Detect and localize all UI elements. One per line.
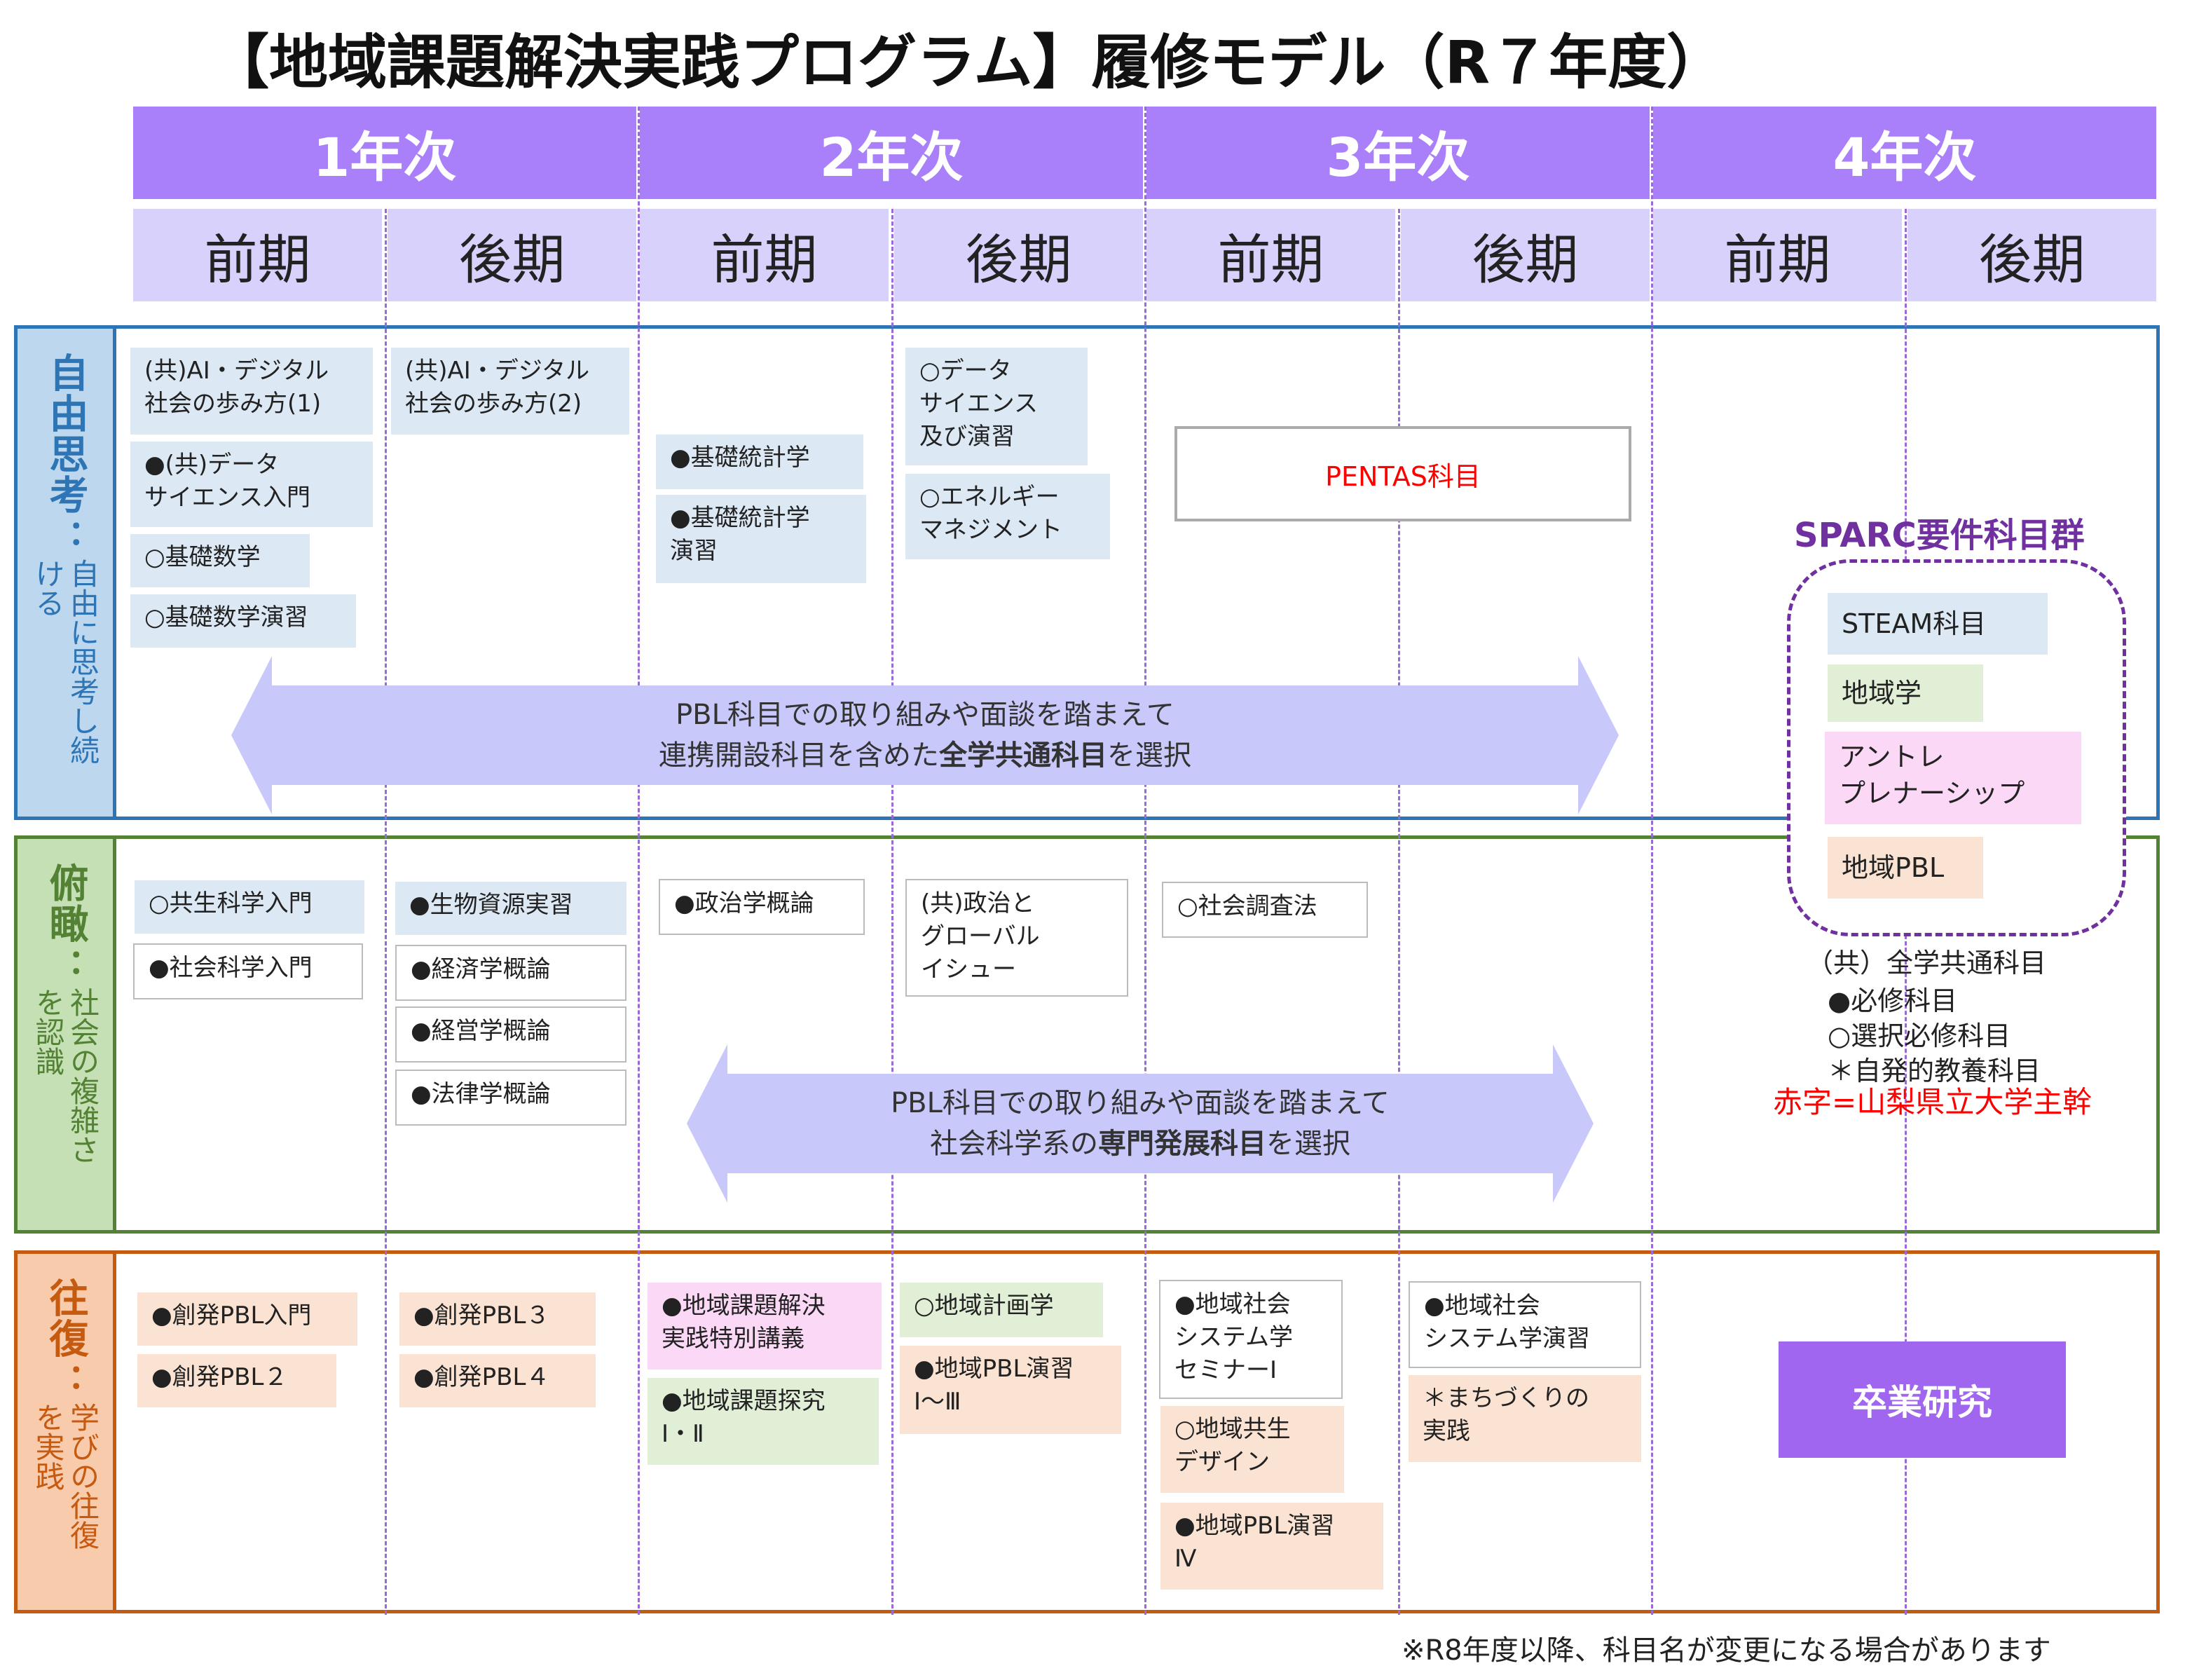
- course-data-science-intro: ●(共)データ サイエンス入門: [130, 442, 373, 527]
- double-arrow-shape: [231, 656, 1619, 814]
- course-special-lecture: ●地域課題解決 実践特別講義: [648, 1283, 882, 1370]
- arrow-text-pre: 社会科学系の: [929, 1128, 1098, 1160]
- term-header: 後期: [1907, 209, 2156, 301]
- row-label-separator: ：: [46, 519, 85, 553]
- row-label-main: 俯瞰: [43, 863, 88, 944]
- course-sohatsu-pbl-2: ●創発PBL２: [137, 1354, 336, 1407]
- term-divider: [385, 209, 387, 1615]
- double-arrow-shape: [687, 1044, 1594, 1203]
- row-label-sub: 学びの往復を実践: [31, 1402, 100, 1550]
- year-divider: [638, 107, 640, 1615]
- term-divider: [1398, 209, 1400, 1615]
- term-header: 前期: [1653, 209, 1902, 301]
- course-regional-pbl-ex-4: ●地域PBL演習 Ⅳ: [1160, 1503, 1383, 1590]
- term-header: 後期: [388, 209, 636, 301]
- course-machizukuri: ＊まちづくりの 実践: [1409, 1375, 1641, 1462]
- year-header-3: 3年次: [1146, 107, 1650, 199]
- row-label-ofuku: 往復 ： 学びの往復を実践: [14, 1250, 116, 1613]
- row-label-main: 自由思考: [43, 353, 88, 515]
- page-title: 【地域課題解決実践プログラム】履修モデル（R７年度）: [210, 28, 1726, 97]
- course-bio-resource: ●生物資源実習: [395, 882, 626, 935]
- row-label-separator: ：: [46, 948, 85, 982]
- row-label-separator: ：: [46, 1363, 85, 1397]
- row-label-main: 往復: [43, 1278, 88, 1359]
- year-divider: [1144, 107, 1146, 1615]
- course-graduation-research: 卒業研究: [1779, 1341, 2066, 1458]
- course-sohatsu-pbl-3: ●創発PBL３: [399, 1292, 596, 1346]
- course-system-seminar: ●地域社会 システム学 セミナーⅠ: [1159, 1280, 1343, 1399]
- arrow-text-pre: 連携開設科目を含めた: [659, 739, 939, 772]
- row-label-sub: 自由に思考し続ける: [31, 559, 100, 765]
- row-label-sub: 社会の複雑さを認識: [31, 988, 100, 1164]
- course-economics: ●経済学概論: [395, 945, 626, 1001]
- course-ai-digital-2: (共)AI・デジタル 社会の歩み方(2): [391, 348, 629, 435]
- course-basic-math: ○基礎数学: [130, 534, 310, 587]
- arrow-text-line: PBL科目での取り組みや面談を踏まえて: [676, 699, 1174, 731]
- sparc-item-regional-pbl: 地域PBL: [1828, 837, 1983, 899]
- course-regional-pbl-ex-1-3: ●地域PBL演習 Ⅰ～Ⅲ: [900, 1346, 1121, 1434]
- term-header: 後期: [894, 209, 1143, 301]
- year-header-2: 2年次: [640, 107, 1143, 199]
- selection-arrow-specialty: PBL科目での取り組みや面談を踏まえて 社会科学系の専門発展科目を選択: [687, 1044, 1594, 1203]
- legend-common: （共）全学共通科目: [1807, 948, 2047, 978]
- arrow-text-line: PBL科目での取り組みや面談を踏まえて: [891, 1087, 1390, 1119]
- legend-red-note: 赤字=山梨県立大学主幹: [1773, 1085, 2092, 1119]
- course-basic-math-ex: ○基礎数学演習: [130, 594, 356, 648]
- course-basic-stats: ●基礎統計学: [656, 435, 863, 489]
- legend-voluntary: ＊自発的教養科目: [1828, 1056, 2041, 1086]
- course-system-exercise: ●地域社会 システム学演習: [1409, 1281, 1641, 1368]
- course-regional-inquiry: ●地域課題探究 Ⅰ・Ⅱ: [648, 1378, 879, 1465]
- term-header: 前期: [133, 209, 382, 301]
- row-label-fukan: 俯瞰 ： 社会の複雑さを認識: [14, 835, 116, 1234]
- term-divider: [891, 209, 893, 1615]
- course-law: ●法律学概論: [395, 1070, 626, 1126]
- course-kyosei-intro: ○共生科学入門: [135, 880, 364, 934]
- term-header: 前期: [1146, 209, 1395, 301]
- row-label-jiyu: 自由思考 ： 自由に思考し続ける: [14, 325, 116, 820]
- course-sohatsu-pbl-intro: ●創発PBL入門: [137, 1292, 357, 1346]
- arrow-text-post: を選択: [1266, 1128, 1350, 1160]
- selection-arrow-general: PBL科目での取り組みや面談を踏まえて 連携開設科目を含めた全学共通科目を選択: [231, 656, 1619, 814]
- arrow-text-post: を選択: [1107, 739, 1191, 772]
- term-header: 前期: [640, 209, 889, 301]
- year-divider: [1651, 107, 1653, 1615]
- course-data-science-ex: ○データ サイエンス 及び演習: [905, 348, 1088, 465]
- year-header-4: 4年次: [1653, 107, 2156, 199]
- arrow-text-bold: 専門発展科目: [1097, 1128, 1266, 1160]
- sparc-title: SPARC要件科目群: [1794, 516, 2085, 555]
- legend-required: ●必修科目: [1828, 985, 1958, 1016]
- legend-elective-required: ○選択必修科目: [1828, 1020, 2011, 1051]
- course-ai-digital-1: (共)AI・デジタル 社会の歩み方(1): [130, 348, 373, 435]
- course-energy-management: ○エネルギー マネジメント: [905, 474, 1110, 559]
- course-kyosei-design: ○地域共生 デザイン: [1160, 1406, 1344, 1493]
- course-regional-planning: ○地域計画学: [900, 1283, 1103, 1337]
- arrow-text-bold: 全学共通科目: [939, 739, 1107, 772]
- term-header: 後期: [1401, 209, 1650, 301]
- year-header-1: 1年次: [133, 107, 636, 199]
- course-basic-stats-ex: ●基礎統計学 演習: [656, 495, 866, 583]
- footnote: ※R8年度以降、科目名が変更になる場合があります: [1402, 1634, 2051, 1667]
- course-social-survey: ○社会調査法: [1162, 882, 1368, 938]
- sparc-item-entrepreneurship: アントレ プレナーシップ: [1825, 732, 2081, 824]
- course-politics-global: (共)政治と グローバル イシュー: [905, 879, 1128, 997]
- course-pentas: PENTAS科目: [1174, 426, 1631, 521]
- course-politics: ●政治学概論: [659, 879, 865, 935]
- course-sohatsu-pbl-4: ●創発PBL４: [399, 1354, 596, 1407]
- sparc-item-steam: STEAM科目: [1828, 593, 2048, 655]
- sparc-item-chiikigaku: 地域学: [1828, 664, 1983, 722]
- course-management: ●経営学概論: [395, 1006, 626, 1063]
- course-social-science-intro: ●社会科学入門: [133, 943, 363, 999]
